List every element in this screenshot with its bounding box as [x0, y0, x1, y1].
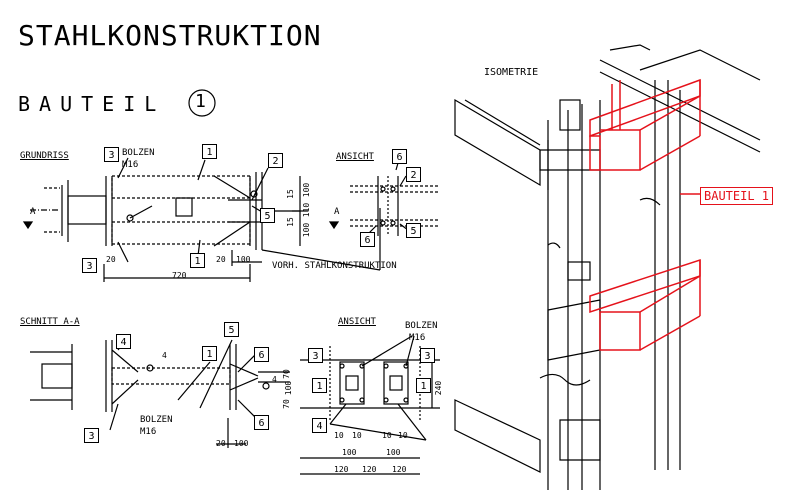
tag-5-grundriss: 5	[260, 208, 275, 223]
tag-1-grundriss-bottom: 1	[190, 253, 205, 268]
dim-120-c: 120	[392, 465, 407, 474]
section-mark-a-left: A	[30, 207, 36, 217]
tag-1-ansicht-right: 1	[416, 378, 431, 393]
m16-label-top: M16	[122, 160, 139, 170]
dim-10-b: 10	[352, 431, 362, 440]
m16-label-schnitt: M16	[140, 427, 157, 437]
tag-4-schnitt: 4	[116, 334, 131, 349]
dim-720: 720	[172, 271, 187, 280]
m16-label-ansicht: M16	[409, 333, 426, 343]
tag-6-schnitt-bottom: 6	[254, 415, 269, 430]
dim-120-a: 120	[334, 465, 349, 474]
dim-15-a: 15	[285, 189, 295, 199]
dim-10-d: 10	[398, 431, 408, 440]
dim-70-a: 70	[281, 369, 291, 379]
tag-5-ansicht: 5	[406, 223, 421, 238]
tag-1-schnitt: 1	[202, 346, 217, 361]
view-label-isometrie: ISOMETRIE	[484, 67, 539, 78]
dim-100-v: 100	[284, 380, 294, 396]
vorh-stahl-label: VORH. STAHLKONSTRUKTION	[272, 261, 397, 271]
dim-100-d: 100	[386, 448, 401, 457]
tag-5-schnitt: 5	[224, 322, 239, 337]
drawing-title: STAHLKONSTRUKTION	[18, 19, 322, 52]
dim-240: 240	[434, 380, 444, 396]
view-label-schnitt: SCHNITT A-A	[20, 317, 80, 327]
dim-20-left: 20	[106, 255, 116, 264]
dim-20-schnitt: 20	[216, 439, 226, 448]
bauteil1-highlight-label: BAUTEIL 1	[700, 187, 774, 205]
dim-100-grundriss: 100	[236, 255, 251, 264]
tag-3-ansicht-right: 3	[420, 348, 435, 363]
bauteil-circle	[188, 89, 216, 117]
bolzen-label-ansicht: BOLZEN	[405, 321, 438, 331]
bolzen-label-schnitt: BOLZEN	[140, 415, 173, 425]
dim-100-b: 100	[302, 222, 312, 238]
dim-70-b: 70	[281, 399, 291, 409]
section-mark-a-right: A	[334, 207, 340, 217]
tag-4-ansicht: 4	[312, 418, 327, 433]
tag-6-schnitt-top: 6	[254, 347, 269, 362]
tag-3-grundriss-top: 3	[104, 147, 119, 162]
dim-weld-4-a: 4	[162, 351, 167, 360]
tag-6-ansicht-bottom: 6	[360, 232, 375, 247]
tag-3-ansicht-left: 3	[308, 348, 323, 363]
dim-100-schnitt: 100	[234, 439, 249, 448]
dim-20-right: 20	[216, 255, 226, 264]
bauteil-number: 1	[195, 91, 206, 112]
dim-110: 110	[302, 202, 312, 218]
bauteil-heading: BAUTEIL	[18, 92, 166, 116]
tag-1-ansicht-left: 1	[312, 378, 327, 393]
bolzen-label-top: BOLZEN	[122, 148, 155, 158]
dim-100-a: 100	[302, 182, 312, 198]
tag-2-grundriss: 2	[268, 153, 283, 168]
view-label-ansicht-top: ANSICHT	[336, 152, 374, 162]
dim-10-a: 10	[334, 431, 344, 440]
dim-120-b: 120	[362, 465, 377, 474]
view-label-grundriss: GRUNDRISS	[20, 151, 69, 161]
dim-100-c: 100	[342, 448, 357, 457]
tag-1-grundriss-top: 1	[202, 144, 217, 159]
dim-10-c: 10	[382, 431, 392, 440]
tag-2-ansicht-top: 2	[406, 167, 421, 182]
tag-6-ansicht-top: 6	[392, 149, 407, 164]
dim-weld-4-b: 4	[272, 375, 277, 384]
view-label-ansicht-bottom: ANSICHT	[338, 317, 376, 327]
tag-3-schnitt: 3	[84, 428, 99, 443]
dim-15-b: 15	[285, 217, 295, 227]
tag-3-grundriss-bottom: 3	[82, 258, 97, 273]
